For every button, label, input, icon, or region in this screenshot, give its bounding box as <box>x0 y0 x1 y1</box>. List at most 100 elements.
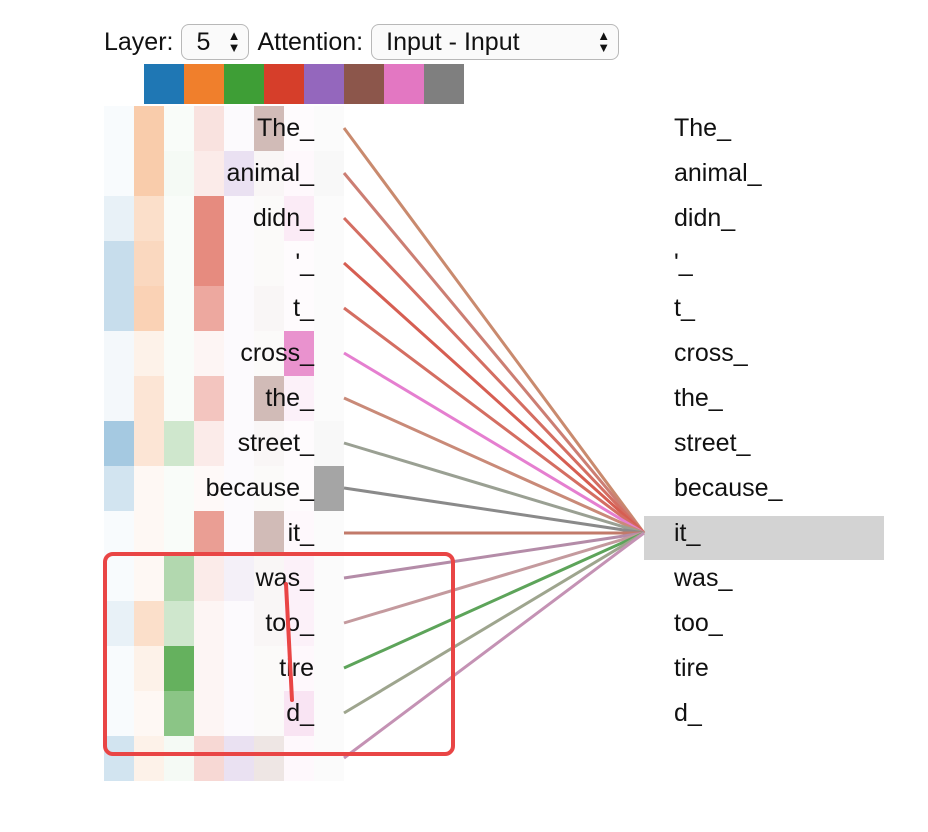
left-token[interactable]: d_ <box>286 699 315 727</box>
heatmap-cell <box>194 556 224 601</box>
heatmap-cell <box>134 421 164 466</box>
left-token[interactable]: t_ <box>293 294 315 322</box>
left-token[interactable]: because_ <box>206 474 316 502</box>
heatmap-cell <box>134 736 164 781</box>
heatmap-cell <box>164 466 194 511</box>
heatmap-cell <box>194 331 224 376</box>
select-arrows-icon: ▲▼ <box>597 28 611 55</box>
attention-head-palette <box>144 64 464 104</box>
head-swatch-5[interactable] <box>304 64 344 104</box>
heatmap-cell <box>314 556 344 601</box>
left-token[interactable]: The_ <box>257 114 315 142</box>
left-token[interactable]: tire <box>279 654 314 682</box>
right-token[interactable]: it_ <box>674 519 702 547</box>
left-token[interactable]: cross_ <box>240 339 315 367</box>
attention-select[interactable]: Input - Input ▲▼ <box>371 24 620 60</box>
heatmap-cell <box>224 196 254 241</box>
right-token[interactable]: was_ <box>673 564 733 592</box>
heatmap-cell <box>284 511 314 556</box>
right-token[interactable]: d_ <box>674 699 703 727</box>
heatmap-cell <box>134 286 164 331</box>
heatmap-cell <box>314 376 344 421</box>
heatmap-cell <box>224 601 254 646</box>
right-token[interactable]: cross_ <box>674 339 749 367</box>
left-token[interactable]: street_ <box>238 429 316 457</box>
head-swatch-3[interactable] <box>224 64 264 104</box>
heatmap-cell <box>224 556 254 601</box>
attention-lines <box>342 127 646 760</box>
heatmap-cell <box>314 151 344 196</box>
left-token[interactable]: it_ <box>288 519 316 547</box>
heatmap-cell <box>314 646 344 691</box>
annotation-stroke <box>284 582 294 702</box>
head-swatch-7[interactable] <box>384 64 424 104</box>
heatmap-cell <box>104 691 134 736</box>
right-token[interactable]: tire <box>674 654 709 682</box>
right-token[interactable]: street_ <box>674 429 752 457</box>
heatmap-cell <box>164 556 194 601</box>
heatmap-cell <box>314 331 344 376</box>
heatmap-cell <box>134 331 164 376</box>
heatmap-cell <box>254 286 284 331</box>
head-swatch-4[interactable] <box>264 64 304 104</box>
attention-line <box>343 396 645 535</box>
left-token[interactable]: didn_ <box>253 204 315 232</box>
controls-bar: Layer: 5 ▲▼ Attention: Input - Input ▲▼ <box>104 20 620 64</box>
left-token[interactable]: '_ <box>295 249 315 277</box>
attention-line <box>343 306 645 535</box>
heatmap-cell <box>104 286 134 331</box>
heatmap-cell <box>254 556 284 601</box>
right-token[interactable]: the_ <box>674 384 724 412</box>
heatmap-cell <box>104 556 134 601</box>
heatmap-cell <box>134 376 164 421</box>
selected-token-highlight <box>644 516 884 560</box>
heatmap-cell <box>194 376 224 421</box>
right-token[interactable]: animal_ <box>674 159 763 187</box>
heatmap-cell <box>284 736 314 781</box>
head-swatch-2[interactable] <box>184 64 224 104</box>
heatmap-cell <box>314 106 344 151</box>
heatmap-cell <box>104 601 134 646</box>
heatmap-cell <box>284 196 314 241</box>
right-token[interactable]: '_ <box>674 249 694 277</box>
attention-line <box>343 531 645 715</box>
attention-line <box>343 531 645 670</box>
heatmap-cell <box>104 196 134 241</box>
heatmap-cell <box>314 601 344 646</box>
layer-select[interactable]: 5 ▲▼ <box>181 24 250 60</box>
heatmap-cell <box>284 151 314 196</box>
right-token[interactable]: t_ <box>674 294 696 322</box>
heatmap-cell <box>164 331 194 376</box>
heatmap-cell <box>224 376 254 421</box>
heatmap-cell <box>254 151 284 196</box>
heatmap-cell <box>194 736 224 781</box>
heatmap-cell <box>284 691 314 736</box>
heatmap-cell <box>254 511 284 556</box>
head-swatch-1[interactable] <box>144 64 184 104</box>
heatmap-cell <box>134 646 164 691</box>
heatmap-cell <box>134 601 164 646</box>
right-token[interactable]: The_ <box>674 114 732 142</box>
head-swatch-8[interactable] <box>424 64 464 104</box>
heatmap-cell <box>224 646 254 691</box>
heatmap-cell <box>254 691 284 736</box>
heatmap-cell <box>224 691 254 736</box>
heatmap-cell <box>314 511 344 556</box>
heatmap-cell <box>134 511 164 556</box>
head-swatch-6[interactable] <box>344 64 384 104</box>
heatmap-cell <box>104 511 134 556</box>
left-token[interactable]: animal_ <box>226 159 315 187</box>
right-token[interactable]: too_ <box>674 609 724 637</box>
heatmap-cell <box>194 646 224 691</box>
heatmap-cell <box>314 736 344 781</box>
right-token[interactable]: didn_ <box>674 204 736 232</box>
right-token[interactable]: because_ <box>674 474 784 502</box>
attention-line <box>343 531 645 580</box>
left-token[interactable]: the_ <box>265 384 315 412</box>
heatmap-cell <box>194 601 224 646</box>
heatmap-cell <box>224 106 254 151</box>
attention-line <box>342 172 646 534</box>
heatmap-cell <box>254 736 284 781</box>
attention-line <box>343 441 645 535</box>
heatmap-cell <box>194 151 224 196</box>
